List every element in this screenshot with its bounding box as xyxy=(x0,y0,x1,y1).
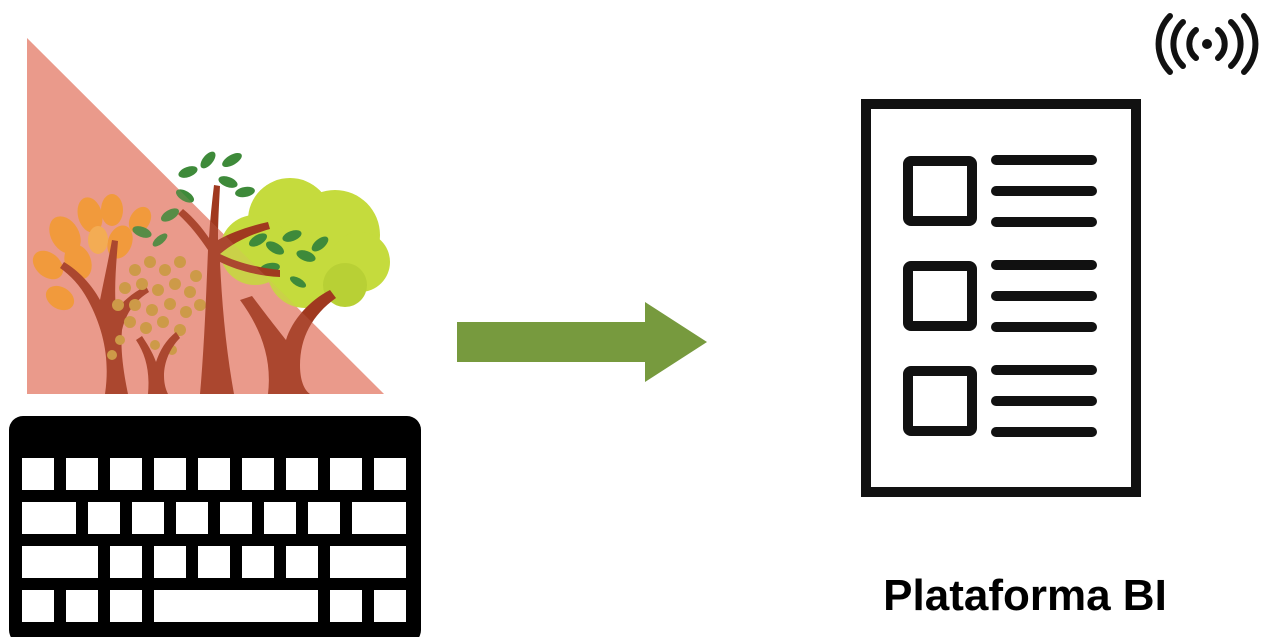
document-item-3 xyxy=(903,365,1097,437)
report-document-icon xyxy=(861,99,1141,497)
right-arrow-icon xyxy=(457,302,707,382)
ochre-dotted-tree xyxy=(107,256,206,394)
dark-green-tree xyxy=(132,151,329,394)
forest-trees-icon xyxy=(27,38,390,394)
output-label: Plataforma BI xyxy=(883,571,1167,620)
orange-tree xyxy=(32,194,152,394)
triangle-overlay xyxy=(27,38,384,394)
keyboard-keys xyxy=(22,458,406,622)
document-item-1 xyxy=(903,155,1097,227)
wireless-signal-icon xyxy=(1155,13,1259,75)
light-green-tree xyxy=(220,178,390,394)
keyboard-icon xyxy=(9,416,421,637)
document-item-2 xyxy=(903,260,1097,332)
